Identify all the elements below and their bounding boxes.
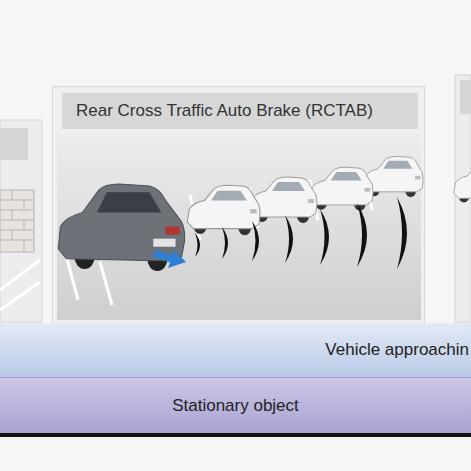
parked-car — [250, 177, 317, 223]
reverse-arrow — [153, 250, 186, 268]
feature-panel: Rear Cross Traffic Auto Brake (RCTAB) — [52, 86, 425, 324]
parking-lines — [62, 172, 372, 305]
node-label: Stationary object — [172, 396, 299, 416]
parking-scene — [57, 134, 423, 320]
category-band: Stationary object — [0, 377, 471, 437]
parked-car — [364, 156, 423, 197]
reversing-car — [58, 184, 184, 271]
parked-car — [310, 167, 373, 210]
right-panel — [454, 75, 471, 322]
category-band: Vehicle approachin — [0, 323, 471, 377]
parked-car — [187, 185, 260, 235]
left-panel — [0, 120, 42, 322]
node-label: Vehicle approachin — [325, 340, 469, 360]
radar-waves — [195, 197, 407, 269]
node-label: Rear Cross Traffic Auto Brake (RCTAB) — [62, 93, 418, 129]
